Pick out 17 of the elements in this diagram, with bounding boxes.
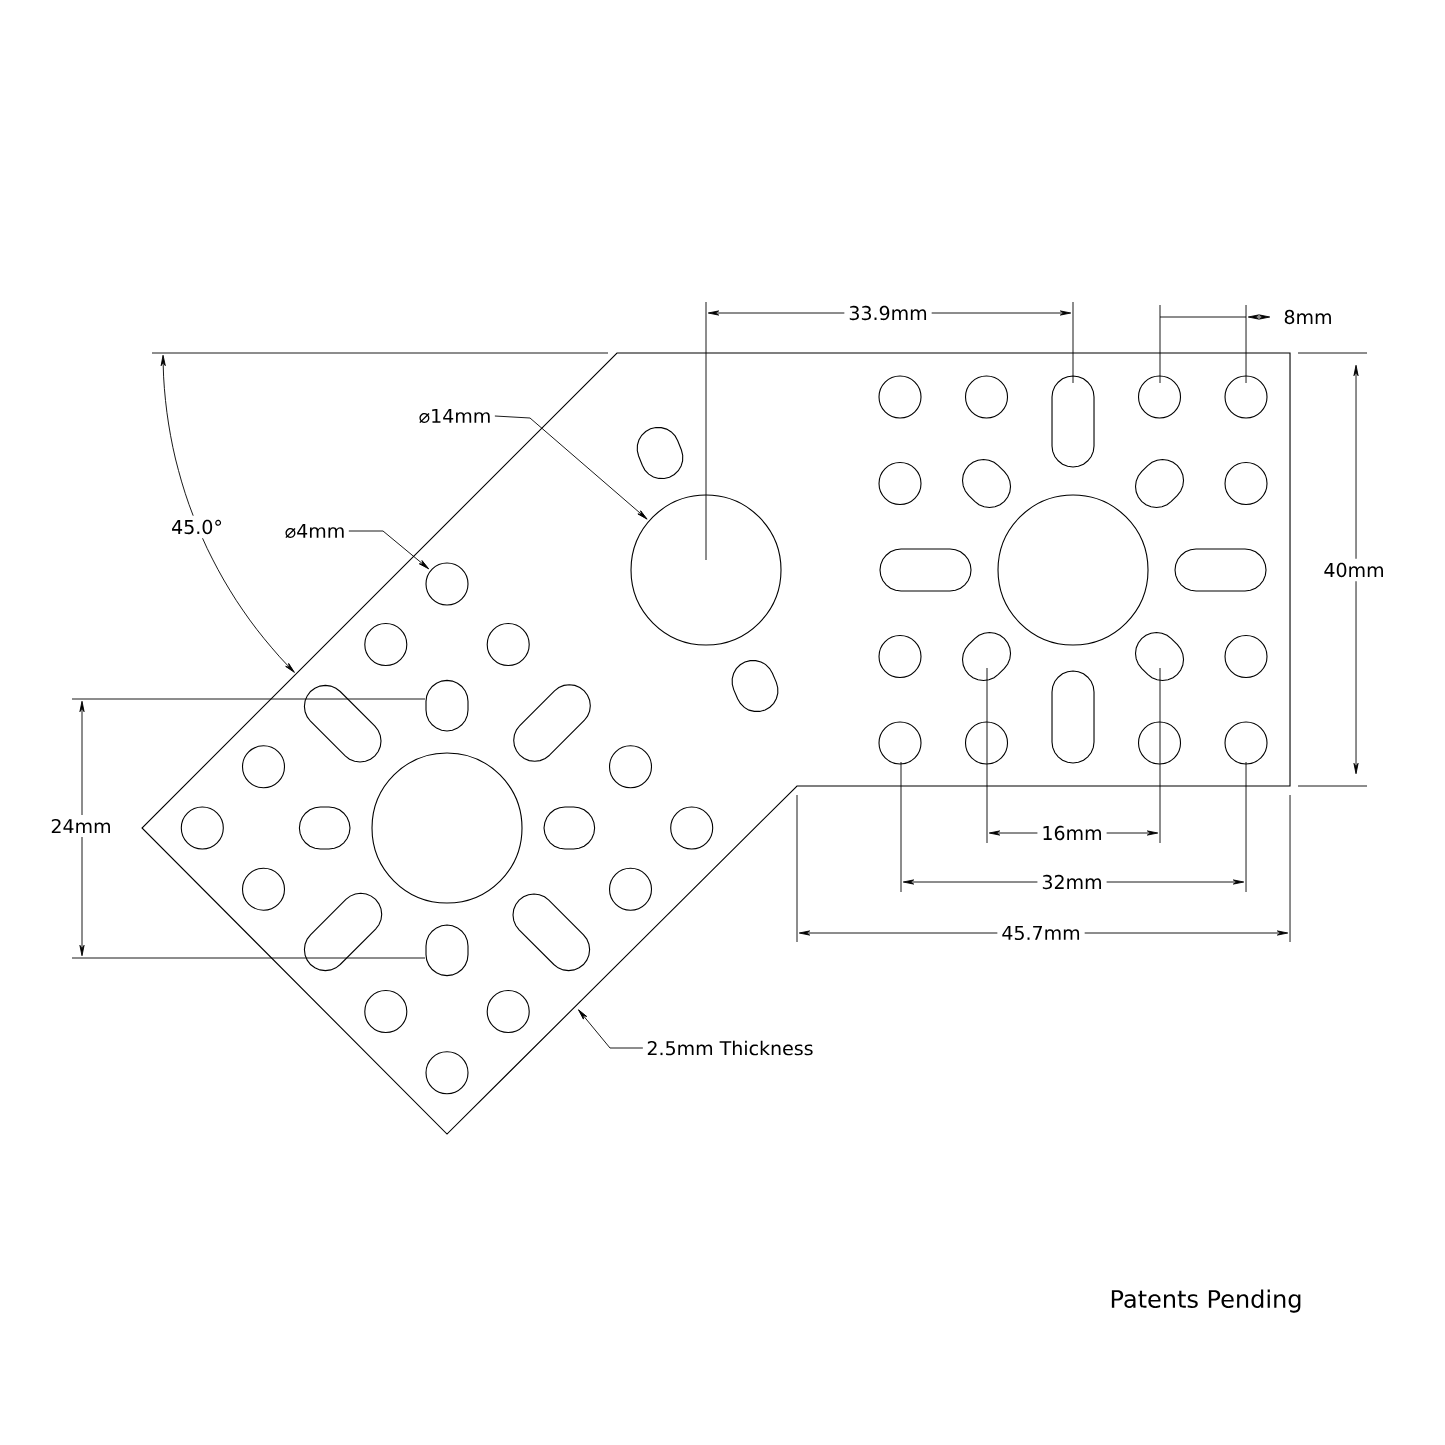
callout-label: 2.5mm Thickness <box>647 1040 813 1056</box>
leader-line <box>348 530 430 570</box>
dimension-label: 40mm <box>1319 558 1389 582</box>
dimension-label: 16mm <box>1037 821 1107 845</box>
dimension-label: 8mm <box>1279 305 1337 329</box>
dimension-label: 24mm <box>46 814 116 838</box>
dimension-label: 33.9mm <box>844 301 932 325</box>
dimension-label: 32mm <box>1037 870 1107 894</box>
dimension-label: 45.7mm <box>997 921 1085 945</box>
hole <box>630 494 782 646</box>
callout-label: ⌀4mm <box>285 523 344 539</box>
callout-label: ⌀14mm <box>419 408 490 424</box>
angle-label: 45.0° <box>167 515 227 539</box>
note-text: Patents Pending <box>1105 1285 1307 1317</box>
hole <box>425 562 469 606</box>
leader-line <box>494 415 648 520</box>
leader-line <box>578 1009 644 1049</box>
